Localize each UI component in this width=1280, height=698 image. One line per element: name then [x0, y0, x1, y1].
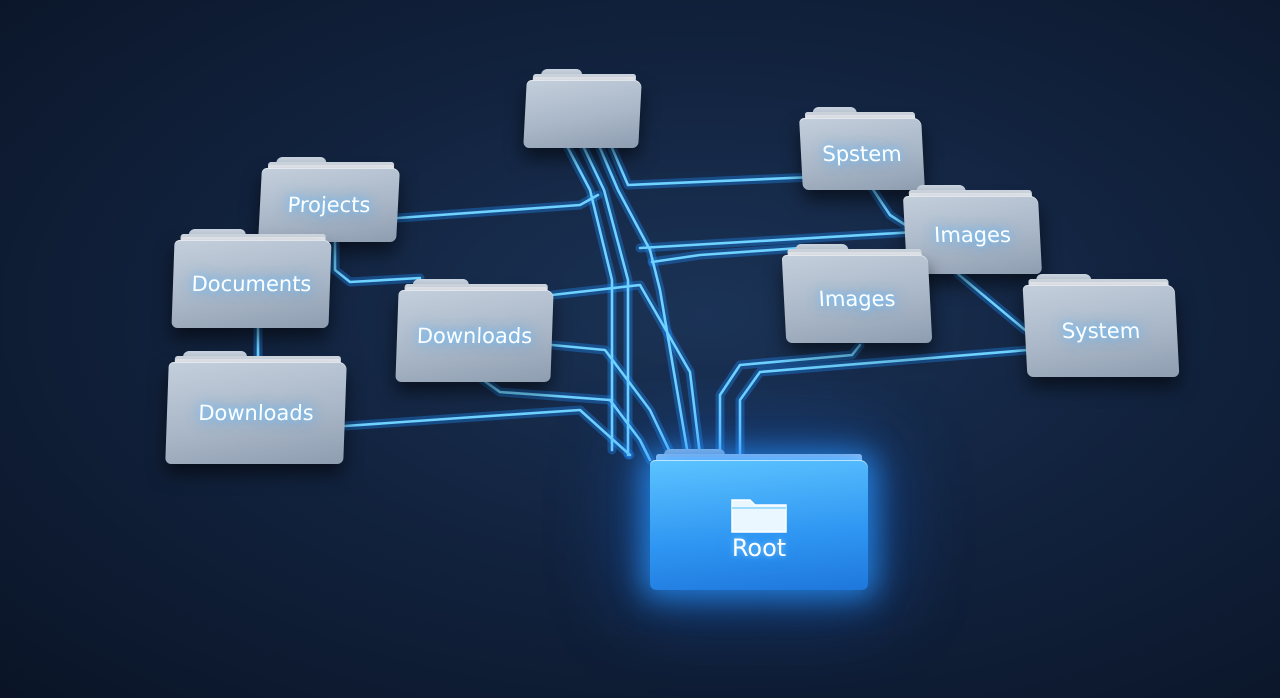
folder-downloads-center[interactable]: Downloads [395, 279, 554, 382]
root-label: Root [731, 534, 787, 562]
connection-line [343, 408, 632, 457]
folder-projects[interactable]: Projects [258, 157, 400, 242]
connection-line [638, 230, 917, 250]
connection-line [396, 193, 600, 220]
folder-documents[interactable]: Documents [171, 229, 332, 328]
connection-glow [330, 235, 425, 287]
folder-label-images-center: Images [818, 287, 896, 311]
folder-images-center[interactable]: Images [781, 244, 933, 343]
connection-line [650, 246, 802, 264]
connection-glow [735, 345, 1033, 460]
folder-label-projects: Projects [286, 193, 372, 217]
connection-line [333, 238, 422, 284]
folder-label-downloads-center: Downloads [416, 324, 533, 348]
folder-label-documents: Documents [191, 272, 312, 296]
connection-line [598, 146, 690, 457]
folder-icon [731, 499, 787, 533]
connection-line [718, 343, 862, 457]
folder-downloads-left[interactable]: Downloads [165, 351, 347, 464]
root-folder[interactable]: Root [650, 449, 868, 590]
folder-system[interactable]: System [1022, 274, 1180, 377]
connection-line [868, 183, 912, 230]
connection-line [956, 272, 1027, 332]
folder-top[interactable] [523, 69, 642, 148]
folder-spstem[interactable]: Spstem [799, 107, 925, 190]
connection-line [582, 146, 630, 457]
folder-label-downloads-left: Downloads [197, 401, 315, 425]
folder-label-images-right: Images [933, 223, 1012, 247]
connection-line [738, 348, 1030, 457]
folder-label-spstem: Spstem [821, 142, 903, 166]
connection-line [566, 146, 614, 452]
connection-line [478, 376, 652, 462]
connection-line [550, 283, 702, 457]
folder-label-system: System [1061, 319, 1141, 343]
connection-line [550, 343, 672, 454]
connection-line [610, 146, 862, 187]
